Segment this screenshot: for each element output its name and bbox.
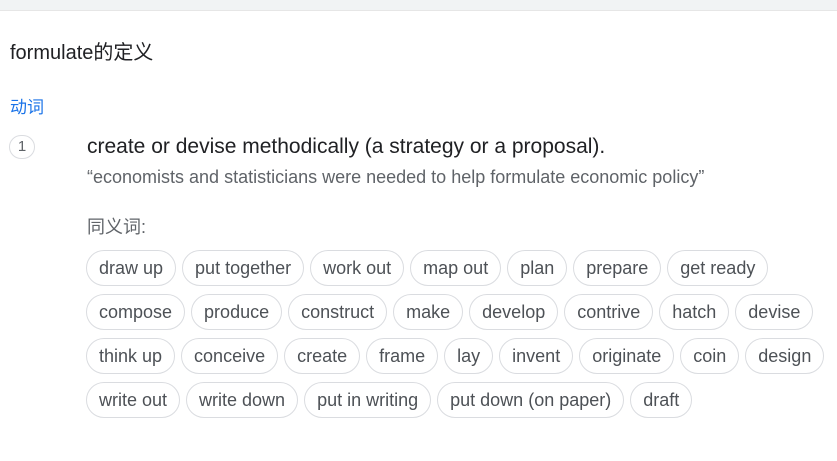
synonym-chip[interactable]: lay [444,338,494,374]
synonym-chip[interactable]: put in writing [304,382,432,418]
synonym-chip[interactable]: make [393,294,464,330]
synonym-chip[interactable]: conceive [181,338,279,374]
synonym-chip[interactable]: draw up [86,250,177,286]
synonym-chip[interactable]: construct [288,294,388,330]
part-of-speech: 动词 [10,98,44,117]
synonym-chips: draw up put together work out map out pl… [86,250,837,426]
synonym-chip[interactable]: map out [410,250,502,286]
synonym-chip[interactable]: write down [186,382,299,418]
definition-text: create or devise methodically (a strateg… [87,135,606,158]
synonym-row: write out write down put in writing put … [86,382,837,418]
synonym-chip[interactable]: hatch [659,294,730,330]
sense-number: 1 [9,135,35,159]
synonym-chip[interactable]: produce [191,294,283,330]
synonym-chip[interactable]: compose [86,294,186,330]
definition-title: formulate的定义 [10,42,154,64]
synonym-chip[interactable]: devise [735,294,814,330]
synonym-chip[interactable]: frame [366,338,439,374]
synonym-chip[interactable]: get ready [667,250,769,286]
synonym-row: think up conceive create frame lay inven… [86,338,837,374]
synonym-chip[interactable]: think up [86,338,176,374]
synonym-chip[interactable]: write out [86,382,181,418]
synonym-chip[interactable]: plan [507,250,568,286]
synonym-chip[interactable]: coin [680,338,740,374]
synonym-chip[interactable]: draft [630,382,693,418]
synonym-chip[interactable]: prepare [573,250,662,286]
synonym-chip[interactable]: develop [469,294,559,330]
synonym-chip[interactable]: contrive [564,294,654,330]
synonym-chip[interactable]: put down (on paper) [437,382,625,418]
synonym-row: compose produce construct make develop c… [86,294,837,330]
example-sentence: “economists and statisticians were neede… [87,167,705,187]
synonym-chip[interactable]: originate [579,338,675,374]
synonym-chip[interactable]: work out [310,250,405,286]
synonym-chip[interactable]: design [745,338,825,374]
synonym-chip[interactable]: put together [182,250,305,286]
synonym-chip[interactable]: invent [499,338,574,374]
synonyms-label: 同义词: [87,217,147,237]
synonym-row: draw up put together work out map out pl… [86,250,837,286]
top-bar [0,0,837,11]
synonym-chip[interactable]: create [284,338,361,374]
